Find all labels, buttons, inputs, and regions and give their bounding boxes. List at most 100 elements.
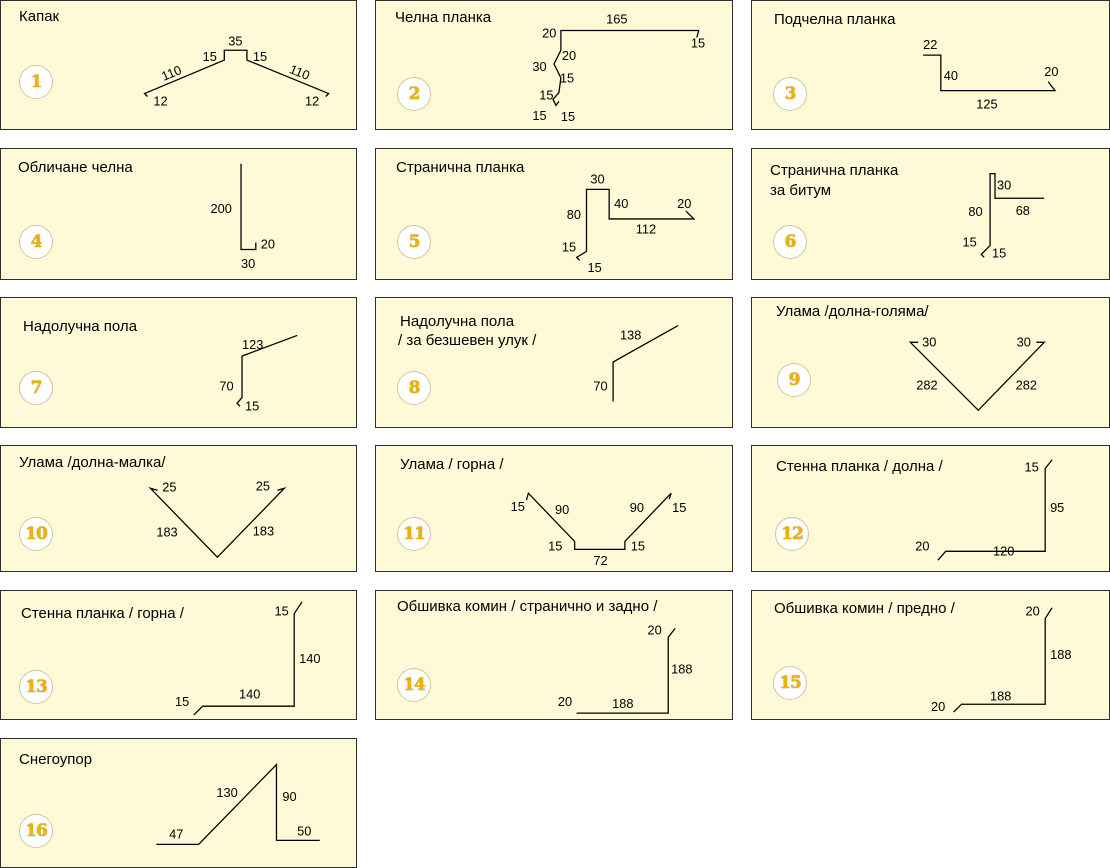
panel-title: Челна планка bbox=[395, 9, 492, 26]
dim-label: 112 bbox=[636, 222, 656, 237]
panel-7: Надолучна пола 7 123 70 15 bbox=[0, 297, 357, 428]
dim-label: 15 bbox=[539, 87, 553, 102]
profile-line bbox=[143, 49, 330, 97]
dim-label: 140 bbox=[239, 686, 260, 701]
profile-drawing: 15 95 20 120 bbox=[915, 459, 1064, 561]
dim-label: 72 bbox=[593, 553, 607, 568]
dim-label: 125 bbox=[976, 96, 997, 111]
panel-title: Улама / горна / bbox=[400, 456, 504, 473]
dim-label: 22 bbox=[923, 37, 937, 52]
dim-label: 12 bbox=[305, 93, 319, 108]
dim-label: 90 bbox=[282, 789, 296, 804]
profile-line bbox=[980, 172, 1045, 258]
panel-number-badge: 12 bbox=[775, 517, 809, 551]
dim-label: 15 bbox=[560, 71, 574, 86]
panel-title: Обшивка комин / странично и задно / bbox=[397, 598, 658, 615]
panel-13: Стенна планка / горна / 13 15 140 15 140 bbox=[0, 590, 357, 720]
dim-label: 140 bbox=[299, 651, 320, 666]
panel-number-badge: 13 bbox=[19, 670, 53, 704]
dim-label: 15 bbox=[561, 109, 575, 124]
panel-3: Подчелна планка 3 22 40 20 125 bbox=[751, 0, 1110, 130]
dim-label: 20 bbox=[648, 622, 662, 637]
dim-label: 30 bbox=[997, 177, 1011, 192]
dim-label: 15 bbox=[511, 499, 525, 514]
panel-number-badge: 16 bbox=[19, 814, 53, 848]
dim-label: 12 bbox=[153, 93, 167, 108]
panel-11: Улама / горна / 11 15 90 90 15 15 15 72 bbox=[375, 445, 733, 572]
dim-label: 20 bbox=[558, 694, 572, 709]
dim-label: 15 bbox=[631, 538, 645, 553]
panel-number-badge: 10 bbox=[19, 517, 53, 551]
dim-label: 15 bbox=[992, 245, 1006, 260]
profile-line bbox=[240, 163, 257, 251]
dim-label: 30 bbox=[590, 171, 604, 186]
panel-1: Капак 1 35 15 15 110 110 12 12 bbox=[0, 0, 357, 130]
dim-label: 188 bbox=[612, 696, 633, 711]
dim-label: 282 bbox=[916, 378, 937, 393]
panel-12: Стенна планка / долна / 12 15 95 20 120 bbox=[751, 445, 1110, 572]
panel-subtitle: за битум bbox=[770, 182, 832, 199]
dim-label: 15 bbox=[963, 235, 977, 250]
dim-label: 40 bbox=[614, 196, 628, 211]
panel-title: Стенна планка / горна / bbox=[21, 605, 184, 622]
dim-label: 200 bbox=[211, 201, 232, 216]
profile-drawing: 20 188 20 188 bbox=[558, 622, 693, 714]
dim-label: 25 bbox=[162, 479, 176, 494]
dim-label: 20 bbox=[1026, 604, 1040, 619]
profile-drawing: 30 40 20 80 112 15 15 bbox=[562, 171, 696, 275]
panel-title: Странична планка bbox=[396, 159, 525, 176]
dim-label: 110 bbox=[159, 62, 184, 84]
panel-title: Подчелна планка bbox=[774, 11, 896, 28]
profile-line bbox=[148, 487, 287, 559]
panel-number-badge: 7 bbox=[19, 371, 53, 405]
dim-label: 15 bbox=[587, 260, 601, 275]
profile-line bbox=[576, 628, 676, 714]
panel-6: Странична планка за битум 6 30 80 68 15 … bbox=[751, 148, 1110, 280]
dim-label: 50 bbox=[297, 823, 311, 838]
dim-label: 120 bbox=[993, 543, 1014, 558]
panel-number-badge: 9 bbox=[777, 363, 811, 397]
profile-drawing: 165 20 15 20 30 15 15 15 15 bbox=[532, 12, 705, 124]
profile-drawing: 15 140 15 140 bbox=[175, 601, 320, 716]
dim-label: 188 bbox=[990, 688, 1011, 703]
dim-label: 70 bbox=[219, 379, 233, 394]
dim-label: 47 bbox=[169, 826, 183, 841]
panel-10: Улама /долна-малка/ 10 25 25 183 183 bbox=[0, 445, 357, 572]
profile-line bbox=[908, 341, 1046, 412]
profile-line bbox=[552, 29, 700, 107]
dim-label: 183 bbox=[253, 524, 274, 539]
dim-label: 15 bbox=[562, 239, 576, 254]
panel-title: Улама /долна-голяма/ bbox=[776, 303, 929, 320]
dim-label: 20 bbox=[1044, 64, 1058, 79]
dim-label: 15 bbox=[672, 500, 686, 515]
panel-15: Обшивка комин / предно / 15 20 188 188 2… bbox=[751, 590, 1110, 720]
panel-number-badge: 1 bbox=[19, 65, 53, 99]
panel-2: Челна планка 2 165 20 15 20 30 15 15 15 … bbox=[375, 0, 733, 130]
panel-number-badge: 5 bbox=[397, 225, 431, 259]
profile-drawing: 138 70 bbox=[593, 325, 679, 402]
dim-label: 70 bbox=[593, 379, 607, 394]
dim-label: 138 bbox=[620, 327, 641, 342]
dim-label: 130 bbox=[216, 785, 237, 800]
panel-title: Обшивка комин / предно / bbox=[774, 600, 955, 617]
panel-title: Надолучна пола bbox=[23, 318, 138, 335]
profile-drawing: 25 25 183 183 bbox=[148, 478, 287, 559]
panel-9: Улама /долна-голяма/ 9 30 30 282 282 bbox=[751, 297, 1110, 428]
dim-label: 90 bbox=[555, 502, 569, 517]
profile-line bbox=[156, 763, 320, 845]
dim-label: 15 bbox=[1024, 460, 1038, 475]
panel-title: Странична планка bbox=[770, 162, 899, 179]
panel-number-badge: 14 bbox=[397, 668, 431, 702]
dim-label: 15 bbox=[691, 35, 705, 50]
dim-label: 15 bbox=[548, 538, 562, 553]
profile-drawing: 123 70 15 bbox=[219, 334, 298, 413]
profile-line bbox=[193, 601, 303, 716]
dim-label: 15 bbox=[253, 49, 267, 64]
panel-14: Обшивка комин / странично и задно / 14 2… bbox=[375, 590, 733, 720]
dim-label: 20 bbox=[562, 48, 576, 63]
dim-label: 183 bbox=[156, 525, 177, 540]
dim-label: 123 bbox=[242, 337, 263, 352]
dim-label: 188 bbox=[671, 662, 692, 677]
profile-drawing: 15 90 90 15 15 15 72 bbox=[511, 491, 686, 568]
profile-line bbox=[525, 491, 672, 550]
